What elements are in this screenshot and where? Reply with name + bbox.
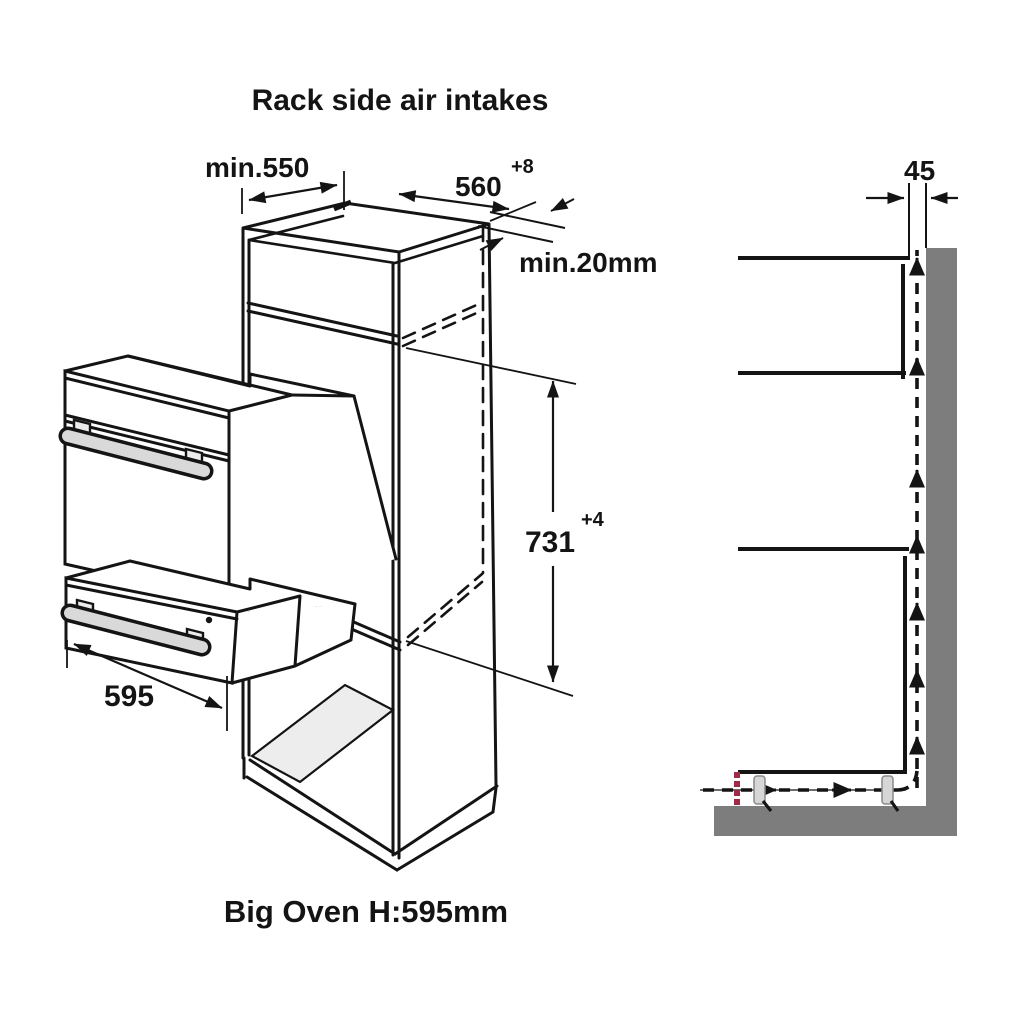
oven-body-step <box>126 354 356 398</box>
drawer-side-face <box>230 594 357 685</box>
oven-drawing <box>58 354 398 603</box>
cabinet-plinth <box>242 756 399 872</box>
dimension-rear-gap <box>477 198 575 251</box>
dimension-niche-width <box>333 190 537 222</box>
dim-label-niche-height-tolerance: +4 <box>581 509 605 531</box>
dim-label-niche-height: 731 <box>525 526 575 559</box>
wall-and-floor-shape <box>714 248 957 836</box>
dim-label-niche-width-tolerance: +8 <box>511 156 534 178</box>
dimension-wall-gap-extensions <box>908 183 927 258</box>
cabinet-floor-panel <box>249 683 396 784</box>
drawer-top-step <box>64 559 357 606</box>
airflow-path <box>700 250 925 798</box>
cabinet-section-lines <box>738 256 910 774</box>
oven-body-back-edge <box>352 394 398 561</box>
dimension-niche-height <box>405 347 577 697</box>
foot-shape <box>753 775 766 805</box>
cabinet-feet <box>753 775 900 812</box>
dim-label-cabinet-depth: min.550 <box>205 152 309 183</box>
dim-label-oven-width: 595 <box>104 680 154 713</box>
dim-label-rear-gap: min.20mm <box>519 247 658 278</box>
dimension-oven-width <box>66 640 228 731</box>
page-title: Rack side air intakes <box>252 84 549 117</box>
red-dotted-marker <box>734 772 740 805</box>
dim-label-niche-width: 560 <box>455 171 502 202</box>
cabinet-back-edge <box>487 222 498 787</box>
dim-label-wall-gap: 45 <box>904 155 935 186</box>
airflow-section <box>700 183 958 836</box>
caption: Big Oven H:595mm <box>224 894 508 929</box>
foot-shape <box>881 775 894 805</box>
drawer-button-dot <box>205 616 213 624</box>
cabinet-top-shelf <box>246 301 399 346</box>
dimension-annotations <box>66 171 577 731</box>
